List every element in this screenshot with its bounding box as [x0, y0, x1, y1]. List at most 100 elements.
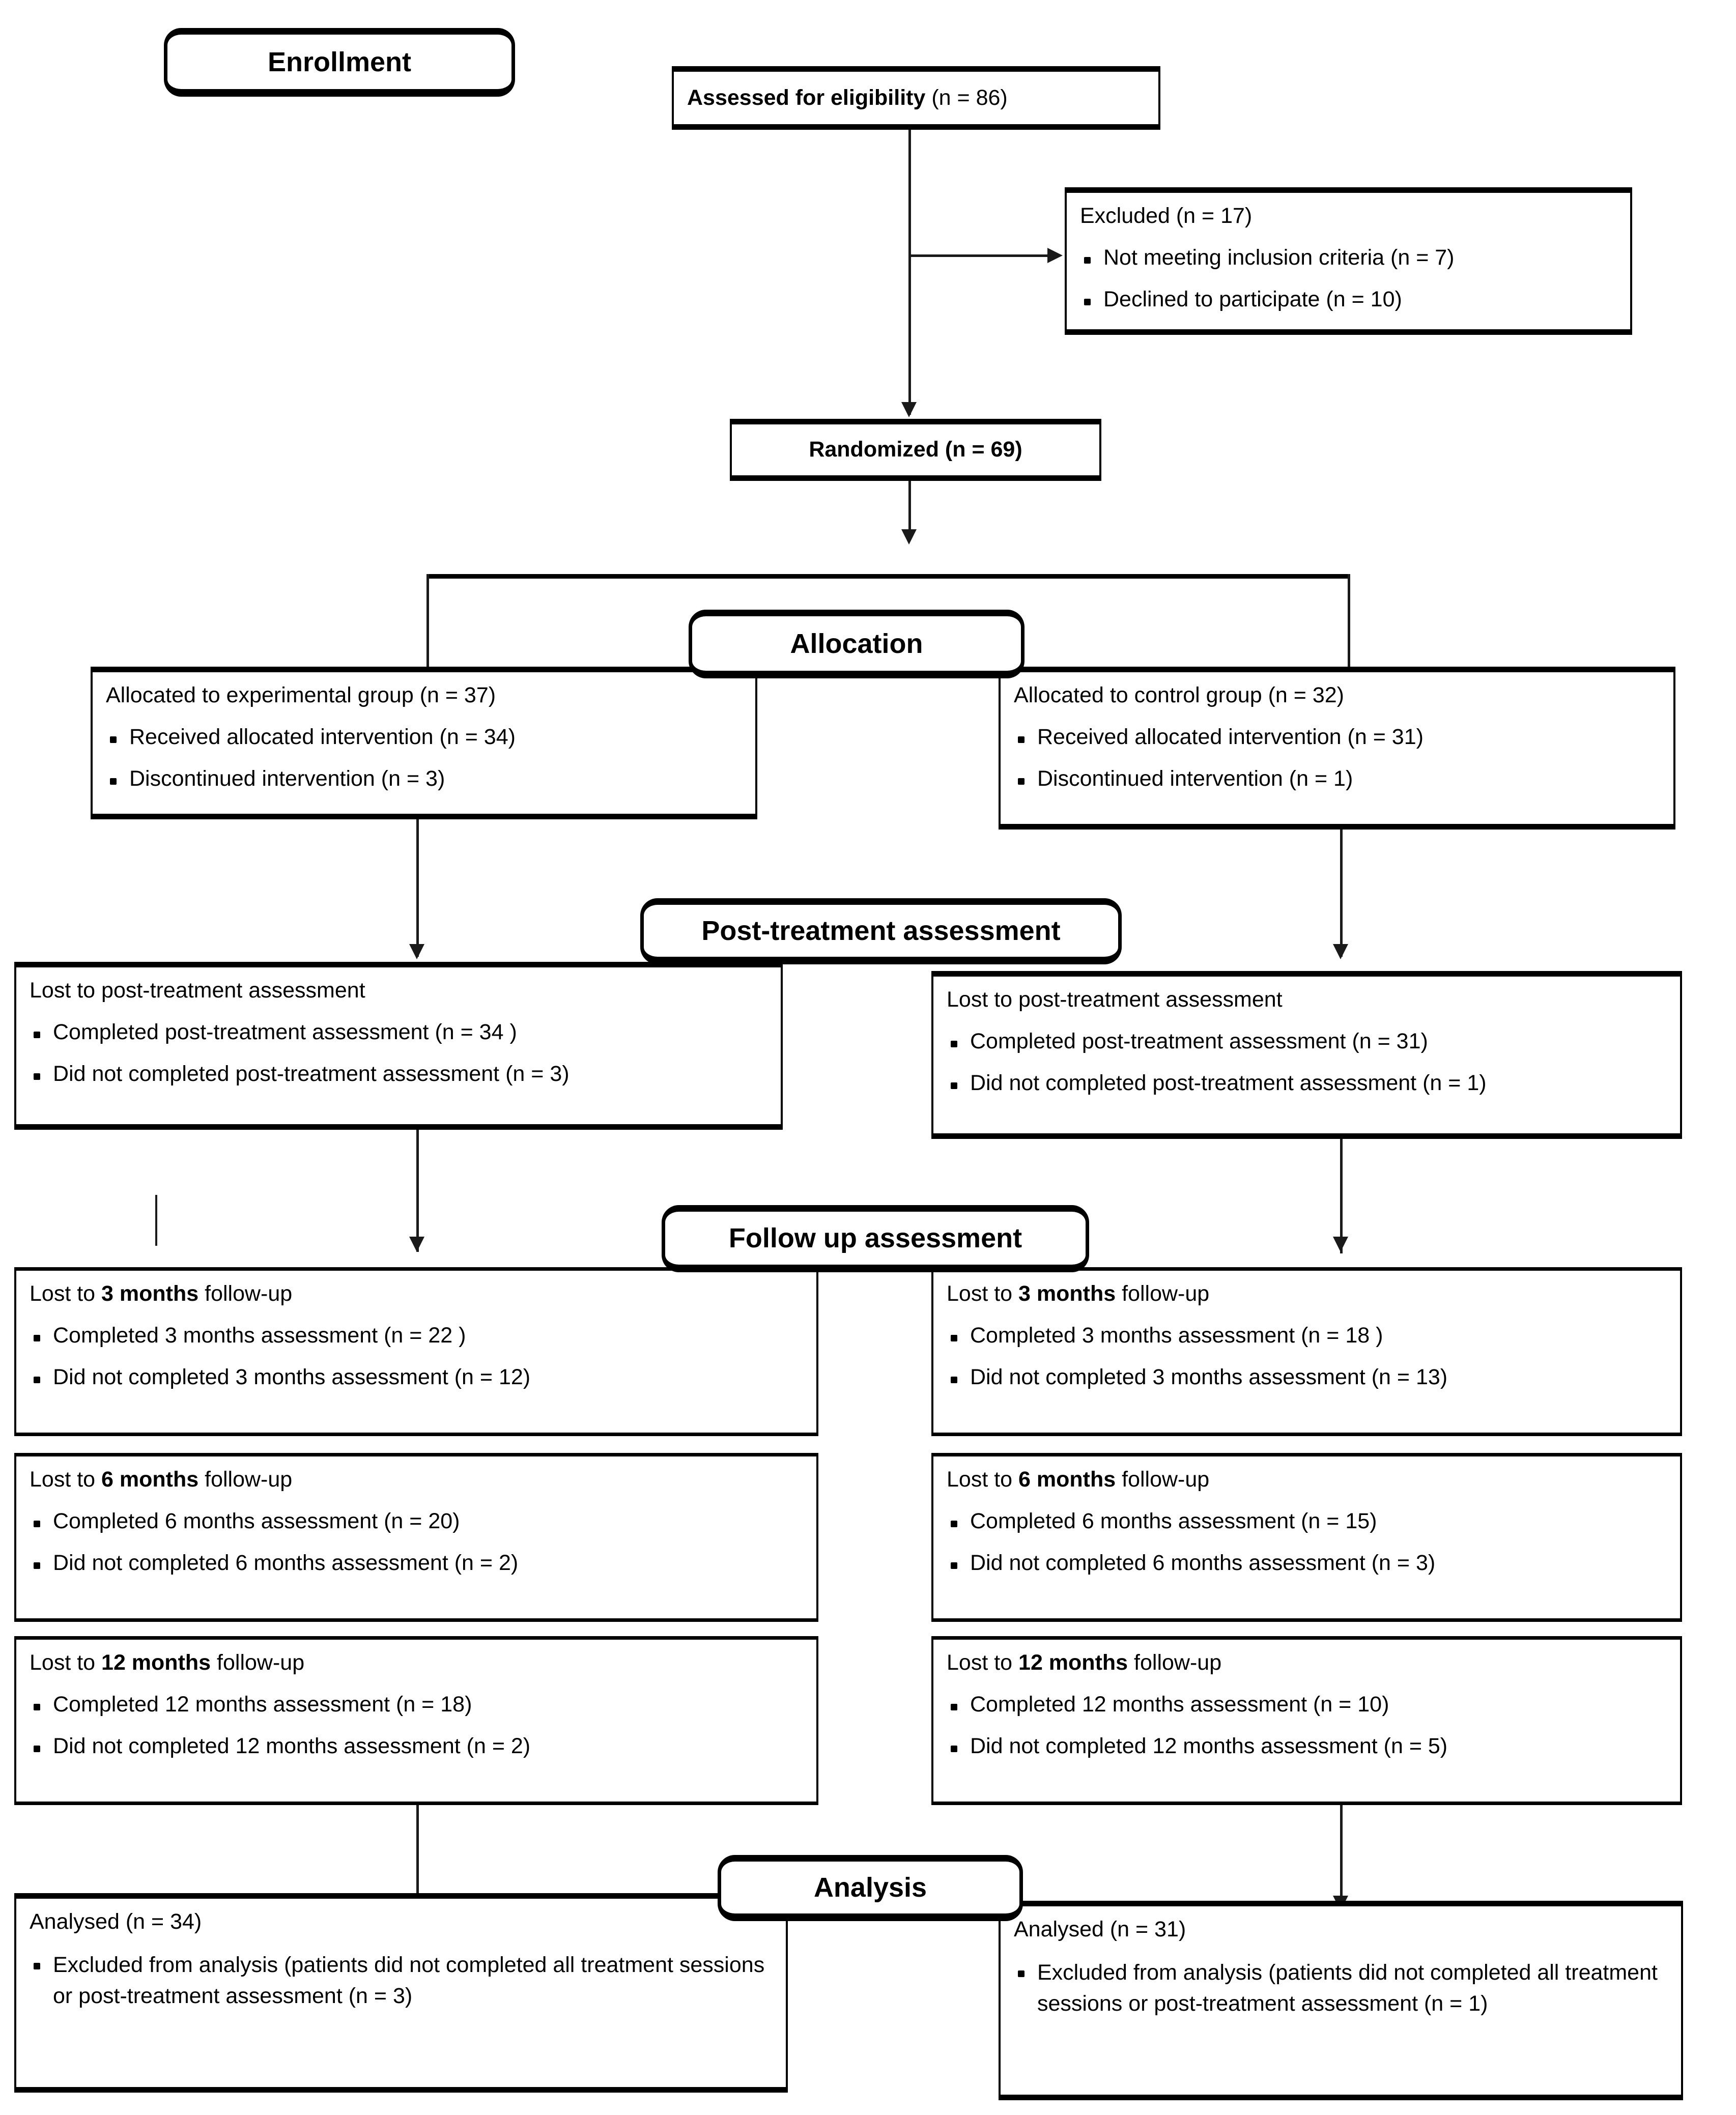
- allocated-control-bullet-1: Discontinued intervention (n = 1): [1014, 765, 1660, 793]
- box-followup-12m-experimental: Lost to 12 months follow-up Completed 12…: [14, 1636, 818, 1805]
- box-followup-3m-control: Lost to 3 months follow-up Completed 3 m…: [931, 1267, 1682, 1436]
- fu-exp-12m-header-post: follow-up: [211, 1650, 305, 1675]
- connector-fu-ctrl-to-analysis: [1340, 1805, 1343, 1912]
- post-ctrl-bullet-1: Did not completed post-treatment assessm…: [947, 1069, 1667, 1098]
- box-post-treatment-experimental: Lost to post-treatment assessment Comple…: [14, 962, 783, 1130]
- connector-fu-exp-to-analysis: [416, 1805, 419, 1912]
- post-exp-bullet-0: Completed post-treatment assessment (n =…: [30, 1018, 767, 1047]
- post-exp-header: Lost to post-treatment assessment: [30, 978, 365, 1003]
- fu-ctrl-6m-bullet-1: Did not completed 6 months assessment (n…: [947, 1549, 1667, 1578]
- excluded-bullet-1: Declined to participate (n = 10): [1080, 285, 1617, 314]
- fu-ctrl-12m-header: Lost to 12 months follow-up: [947, 1649, 1667, 1677]
- fu-ctrl-6m-header: Lost to 6 months follow-up: [947, 1466, 1667, 1494]
- fu-exp-6m-header-pre: Lost to: [30, 1467, 102, 1492]
- connector-allocation-split-bar: [426, 574, 1350, 579]
- fu-ctrl-6m-header-pre: Lost to: [947, 1467, 1019, 1492]
- fu-ctrl-6m-header-bold: 6 months: [1018, 1467, 1116, 1492]
- excluded-bullet-0: Not meeting inclusion criteria (n = 7): [1080, 244, 1617, 272]
- box-allocated-experimental: Allocated to experimental group (n = 37)…: [91, 667, 757, 819]
- fu-ctrl-12m-bullet-1: Did not completed 12 months assessment (…: [947, 1732, 1667, 1761]
- box-post-treatment-control: Lost to post-treatment assessment Comple…: [931, 971, 1682, 1139]
- fu-exp-3m-header: Lost to 3 months follow-up: [30, 1280, 803, 1308]
- connector-allocation-left-drop: [426, 574, 429, 696]
- analysed-exp-bullet-0: Excluded from analysis (patients did not…: [30, 1950, 773, 2012]
- fu-exp-3m-bullet-0: Completed 3 months assessment (n = 22 ): [30, 1322, 803, 1350]
- allocated-control-header: Allocated to control group (n = 32): [1014, 683, 1344, 707]
- stage-label-allocation: Allocation: [689, 610, 1024, 678]
- stage-label-allocation-text: Allocation: [790, 628, 923, 659]
- stray-tick-mark: [155, 1195, 157, 1246]
- arrow-post-exp-to-followup: [409, 1237, 424, 1252]
- fu-ctrl-3m-header-bold: 3 months: [1018, 1281, 1116, 1306]
- analysed-ctrl-header: Analysed (n = 31): [1014, 1917, 1186, 1941]
- fu-exp-6m-header-post: follow-up: [198, 1467, 293, 1492]
- box-assessed-for-eligibility: Assessed for eligibility (n = 86): [672, 66, 1160, 130]
- arrow-post-ctrl-to-followup: [1333, 1237, 1348, 1252]
- analysed-ctrl-bullet-0: Excluded from analysis (patients did not…: [1014, 1957, 1668, 2019]
- analysed-exp-header: Analysed (n = 34): [30, 1909, 202, 1934]
- allocated-experimental-bullet-0: Received allocated intervention (n = 34): [106, 723, 742, 752]
- stage-label-enrollment: Enrollment: [164, 28, 515, 97]
- fu-exp-12m-bullet-1: Did not completed 12 months assessment (…: [30, 1732, 803, 1761]
- stage-label-post-treatment-text: Post-treatment assessment: [701, 916, 1061, 946]
- fu-exp-12m-header: Lost to 12 months follow-up: [30, 1649, 803, 1677]
- connector-alloc-ctrl-to-post: [1340, 830, 1343, 957]
- connector-post-ctrl-to-followup: [1340, 1139, 1343, 1253]
- stage-label-analysis-text: Analysis: [813, 1872, 927, 1903]
- connector-post-exp-to-followup: [416, 1130, 419, 1252]
- fu-exp-6m-bullet-1: Did not completed 6 months assessment (n…: [30, 1549, 803, 1578]
- allocated-experimental-bullet-1: Discontinued intervention (n = 3): [106, 765, 742, 793]
- fu-ctrl-12m-header-pre: Lost to: [947, 1650, 1019, 1675]
- arrow-randomized-down: [901, 529, 917, 545]
- connector-alloc-exp-to-post: [416, 819, 419, 957]
- fu-exp-12m-header-pre: Lost to: [30, 1650, 102, 1675]
- fu-exp-12m-header-bold: 12 months: [101, 1650, 211, 1675]
- post-ctrl-bullet-0: Completed post-treatment assessment (n =…: [947, 1027, 1667, 1056]
- fu-exp-3m-header-bold: 3 months: [101, 1281, 199, 1306]
- box-followup-12m-control: Lost to 12 months follow-up Completed 12…: [931, 1636, 1682, 1805]
- excluded-header: Excluded (n = 17): [1080, 204, 1253, 228]
- connector-randomized-down: [908, 481, 911, 532]
- box-analysed-experimental: Analysed (n = 34) Excluded from analysis…: [14, 1893, 788, 2093]
- fu-exp-6m-bullet-0: Completed 6 months assessment (n = 20): [30, 1507, 803, 1536]
- fu-ctrl-3m-bullet-0: Completed 3 months assessment (n = 18 ): [947, 1322, 1667, 1350]
- fu-exp-6m-header-bold: 6 months: [101, 1467, 199, 1492]
- box-excluded: Excluded (n = 17) Not meeting inclusion …: [1065, 187, 1632, 335]
- allocated-experimental-header: Allocated to experimental group (n = 37): [106, 683, 496, 707]
- connector-assessed-to-randomized: [908, 130, 911, 415]
- fu-ctrl-3m-bullet-1: Did not completed 3 months assessment (n…: [947, 1363, 1667, 1392]
- fu-ctrl-3m-header-post: follow-up: [1116, 1281, 1210, 1306]
- randomized-header: Randomized (n = 69): [745, 436, 1086, 464]
- arrow-alloc-ctrl-to-post: [1333, 944, 1348, 959]
- stage-label-enrollment-text: Enrollment: [267, 46, 412, 77]
- fu-exp-12m-bullet-0: Completed 12 months assessment (n = 18): [30, 1691, 803, 1719]
- fu-ctrl-6m-bullet-0: Completed 6 months assessment (n = 15): [947, 1507, 1667, 1536]
- fu-ctrl-12m-bullet-0: Completed 12 months assessment (n = 10): [947, 1691, 1667, 1719]
- assessed-header: Assessed for eligibility (n = 86): [687, 84, 1145, 112]
- stage-label-follow-up-text: Follow up assessment: [728, 1223, 1022, 1253]
- randomized-header-tail: (n = 69): [938, 437, 1022, 462]
- fu-ctrl-6m-header-post: follow-up: [1116, 1467, 1210, 1492]
- stage-label-post-treatment: Post-treatment assessment: [640, 898, 1122, 964]
- arrow-alloc-exp-to-post: [409, 944, 424, 959]
- post-exp-bullet-1: Did not completed post-treatment assessm…: [30, 1060, 767, 1089]
- fu-exp-3m-bullet-1: Did not completed 3 months assessment (n…: [30, 1363, 803, 1392]
- connector-allocation-right-drop: [1348, 574, 1350, 696]
- arrow-assessed-to-randomized: [901, 402, 917, 417]
- post-ctrl-header: Lost to post-treatment assessment: [947, 987, 1283, 1012]
- assessed-header-bold: Assessed for eligibility: [687, 85, 926, 110]
- fu-exp-3m-header-pre: Lost to: [30, 1281, 102, 1306]
- fu-exp-3m-header-post: follow-up: [198, 1281, 293, 1306]
- stage-label-follow-up: Follow up assessment: [662, 1205, 1089, 1272]
- assessed-header-tail: (n = 86): [925, 85, 1008, 110]
- fu-ctrl-3m-header: Lost to 3 months follow-up: [947, 1280, 1667, 1308]
- fu-ctrl-12m-header-bold: 12 months: [1018, 1650, 1128, 1675]
- fu-ctrl-12m-header-post: follow-up: [1128, 1650, 1222, 1675]
- arrow-assessed-to-excluded: [1047, 248, 1063, 263]
- box-analysed-control: Analysed (n = 31) Excluded from analysis…: [999, 1901, 1683, 2100]
- fu-exp-6m-header: Lost to 6 months follow-up: [30, 1466, 803, 1494]
- allocated-control-bullet-0: Received allocated intervention (n = 31): [1014, 723, 1660, 752]
- randomized-header-bold: Randomized: [809, 437, 939, 462]
- box-followup-6m-control: Lost to 6 months follow-up Completed 6 m…: [931, 1453, 1682, 1622]
